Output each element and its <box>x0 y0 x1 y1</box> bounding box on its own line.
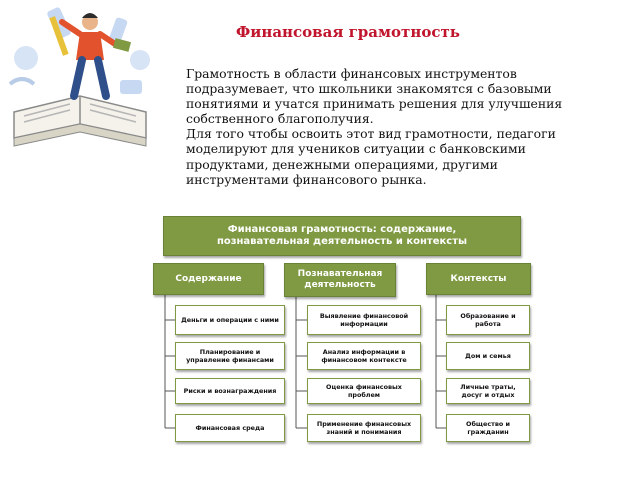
open-book <box>13 95 147 147</box>
column-header-contexts: Контексты <box>426 263 531 295</box>
intro-text: Грамотность в области финансовых инструм… <box>186 66 596 187</box>
intro-paragraph-2: Для того чтобы освоить этот вид грамотно… <box>186 126 556 187</box>
intro-paragraph-1: Грамотность в области финансовых инструм… <box>186 66 563 127</box>
background-doodles <box>8 7 150 94</box>
slide-title: Финансовая грамотность <box>236 23 460 41</box>
context-item: Образование и работа <box>446 305 530 335</box>
context-item: Дом и семья <box>446 342 530 370</box>
content-item: Финансовая среда <box>175 414 285 442</box>
content-item: Планирование и управление финансами <box>175 342 285 370</box>
content-item: Риски и вознаграждения <box>175 378 285 404</box>
boy-figure <box>49 13 132 100</box>
diagram-banner: Финансовая грамотность: содержание, позн… <box>163 216 521 256</box>
reading-boy-illustration <box>8 7 150 147</box>
cognitive-item: Оценка финансовых проблем <box>307 378 421 404</box>
cognitive-item: Анализ информации в финансовом контексте <box>307 342 421 370</box>
banner-line-1: Финансовая грамотность: содержание, <box>227 224 457 235</box>
content-item: Деньги и операции с ними <box>175 305 285 335</box>
column-header-content: Содержание <box>153 263 264 295</box>
cognitive-item: Применение финансовых знаний и понимания <box>307 414 421 442</box>
cognitive-item: Выявление финансовой информации <box>307 305 421 335</box>
context-item: Общество и гражданин <box>446 414 530 442</box>
column-header-cognitive: Познавательная деятельность <box>284 263 396 297</box>
banner-line-2: познавательная деятельность и контексты <box>216 236 468 247</box>
context-item: Личные траты, досуг и отдых <box>446 378 530 404</box>
